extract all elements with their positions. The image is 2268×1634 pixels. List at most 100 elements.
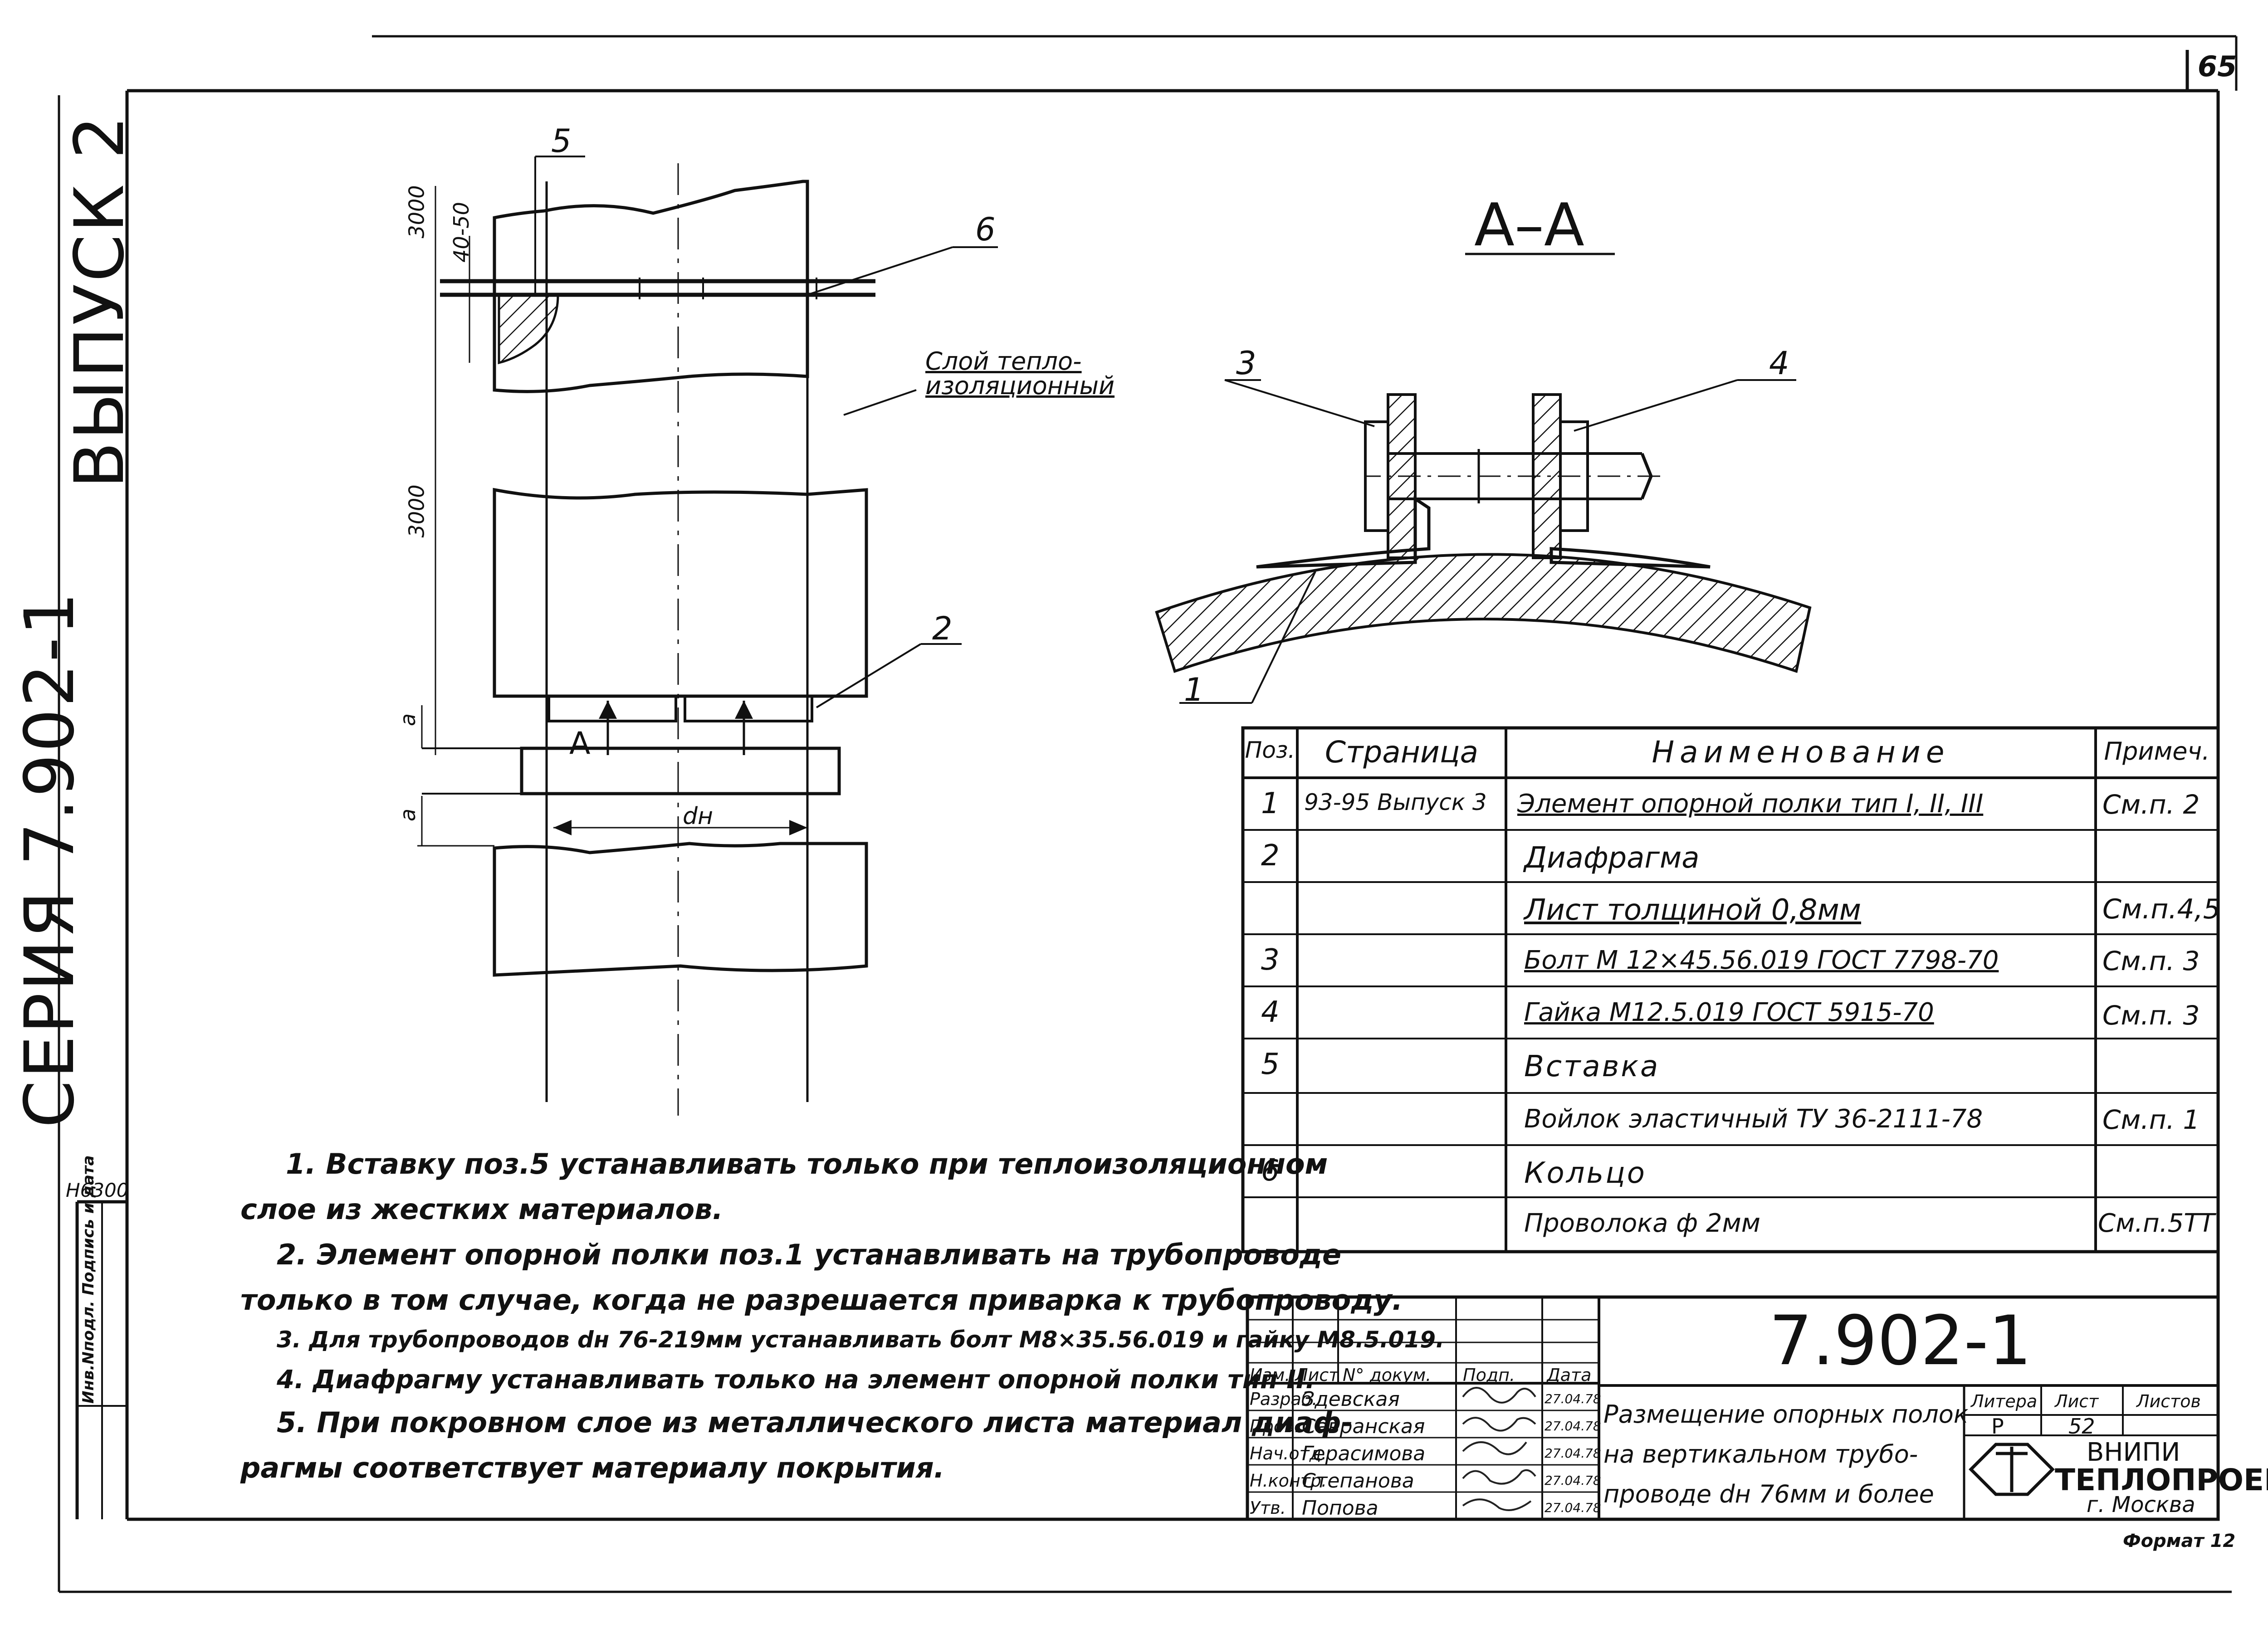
- spec-pos: 6: [1261, 1154, 1280, 1188]
- table-row: 2 Диафрагма: [1243, 830, 2218, 882]
- spec-pos: 1: [1261, 787, 1280, 820]
- org-line-2: ТЕПЛОПРОЕКТ: [2055, 1463, 2268, 1497]
- role-nkontr: Н.контр.: [1250, 1471, 1327, 1491]
- stage-header-litera: Литера: [1971, 1391, 2038, 1411]
- table-row: 4 Гайка М12.5.019 ГОСТ 5915-70 См.п. 3: [1243, 986, 2218, 1039]
- spec-note: См.п.4,5: [2102, 893, 2220, 925]
- section-label-4: 4: [1769, 345, 1789, 382]
- spec-pos: 2: [1261, 839, 1280, 873]
- drawing-title-line-3: проводе dн 76мм и более: [1603, 1480, 1934, 1508]
- table-row: Проволока ф 2мм См.п.5ТТ: [1243, 1197, 2218, 1249]
- stage-header-listov: Листов: [2136, 1391, 2201, 1411]
- name-prov: Савранская: [1302, 1415, 1425, 1438]
- issue-label: ВЫПУСК 2: [60, 114, 139, 488]
- name-nkontr: Степанова: [1302, 1469, 1414, 1493]
- spec-name: Гайка М12.5.019 ГОСТ 5915-70: [1524, 998, 1934, 1027]
- stamp-header-date: Дата: [1547, 1365, 1592, 1385]
- note-2b: только в том случае, когда не разрешаетс…: [240, 1283, 1403, 1317]
- teploproekt-logo-icon: [1969, 1443, 2055, 1496]
- spec-header-name: Наименование: [1652, 735, 1950, 770]
- spec-note: См.п. 3: [2102, 1000, 2200, 1031]
- spec-name: Войлок эластичный ТУ 36-2111-78: [1524, 1104, 1983, 1134]
- label-pos-5: 5: [551, 122, 572, 160]
- sheet-value: 52: [2068, 1414, 2095, 1439]
- spec-header-page: Страница: [1325, 735, 1479, 770]
- spec-page: 93-95 Выпуск 3: [1304, 789, 1487, 815]
- table-row: 6 Кольцо: [1243, 1145, 2218, 1197]
- stamp-header-list: Лист: [1295, 1365, 1339, 1385]
- dim-3000-top: 3000: [404, 185, 429, 239]
- spec-header-pos: Поз.: [1245, 737, 1295, 763]
- stamp-header-doc: N° докум.: [1343, 1365, 1432, 1385]
- note-2a: 2. Элемент опорной полки поз.1 устанавли…: [277, 1238, 1342, 1271]
- org-line-1: ВНИПИ: [2087, 1438, 2180, 1467]
- insulation-line-1: Слой тепло-: [925, 347, 1082, 376]
- spec-name: Вставка: [1524, 1050, 1660, 1083]
- inv-code: H6300: [66, 1179, 129, 1201]
- date-nach: 27.04.78: [1545, 1446, 1601, 1461]
- note-5a: 5. При покровном слое из металлического …: [277, 1406, 1353, 1439]
- drawing-title: Размещение опорных полок на вертикальном…: [1603, 1395, 1968, 1514]
- role-utv: Утв.: [1250, 1498, 1286, 1518]
- note-3: 3. Для трубопроводов dн 76-219мм устанав…: [277, 1327, 1445, 1353]
- doc-number: 7.902-1: [1769, 1302, 2032, 1380]
- spec-name: Диафрагма: [1524, 841, 1700, 875]
- dim-a-1: a: [396, 713, 420, 727]
- spec-note: См.п. 2: [2102, 789, 2200, 820]
- name-razrab: Здевская: [1302, 1388, 1400, 1411]
- dim-dn: dн: [683, 803, 714, 830]
- spec-name: Лист толщиной 0,8мм: [1524, 893, 1862, 927]
- stamp-header-izm: Изм.: [1250, 1365, 1290, 1385]
- format-label: Формат 12: [2123, 1531, 2236, 1551]
- label-pos-2: 2: [932, 610, 953, 647]
- table-row: 1 93-95 Выпуск 3 Элемент опорной полки т…: [1243, 778, 2218, 830]
- date-razrab: 27.04.78: [1545, 1391, 1601, 1406]
- role-razrab: Разраб.: [1250, 1389, 1318, 1409]
- spec-name: Болт М 12×45.56.019 ГОСТ 7798-70: [1524, 946, 1999, 975]
- stage-header-list: Лист: [2055, 1391, 2099, 1411]
- note-4: 4. Диафрагму устанавливать только на эле…: [277, 1365, 1315, 1395]
- table-row: 3 Болт М 12×45.56.019 ГОСТ 7798-70 См.п.…: [1243, 934, 2218, 986]
- drawing-title-line-1: Размещение опорных полок: [1603, 1400, 1969, 1429]
- dim-3000-mid: 3000: [404, 484, 429, 538]
- dim-a-2: a: [396, 808, 420, 822]
- name-nach: Герасимова: [1302, 1442, 1426, 1465]
- section-label-3: 3: [1236, 345, 1256, 382]
- section-label-1: 1: [1184, 671, 1204, 708]
- spec-name: Проволока ф 2мм: [1524, 1209, 1760, 1238]
- table-row: Лист толщиной 0,8мм См.п.4,5: [1243, 882, 2220, 934]
- table-row: Войлок эластичный ТУ 36-2111-78 См.п. 1: [1243, 1093, 2218, 1145]
- section-title: А–А: [1474, 190, 1584, 259]
- note-5b: рагмы соответствует материалу покрытия.: [240, 1451, 945, 1484]
- insulation-line-2: изоляционный: [925, 371, 1115, 400]
- section-arrow-a: A: [569, 726, 591, 761]
- stamp-header-sign: Подп.: [1463, 1365, 1515, 1385]
- date-prov: 27.04.78: [1545, 1419, 1601, 1434]
- spec-header-note: Примеч.: [2104, 737, 2210, 766]
- table-row: 5 Вставка: [1243, 1039, 2218, 1091]
- label-insulation: Слой тепло- изоляционный: [925, 349, 1114, 398]
- spec-note: См.п. 1: [2102, 1104, 2200, 1135]
- spec-pos: 5: [1261, 1048, 1280, 1081]
- inv-label: Инв.Nподл. Подпись и дата: [79, 1155, 98, 1404]
- role-prov: Пров.: [1250, 1416, 1300, 1436]
- role-nach: Нач.отд.: [1250, 1444, 1327, 1463]
- spec-note: См.п. 3: [2102, 946, 2200, 976]
- signatures: [1462, 1387, 1536, 1511]
- dim-40-50: 40-50: [449, 202, 474, 263]
- spec-pos: 3: [1261, 943, 1280, 977]
- page-number: 65: [2198, 50, 2237, 83]
- date-nkontr: 27.04.78: [1545, 1473, 1601, 1488]
- series-label: СЕРИЯ 7.902-1: [10, 590, 89, 1128]
- date-utv: 27.04.78: [1545, 1500, 1601, 1515]
- spec-name: Элемент опорной полки тип I, II, III: [1517, 789, 1984, 819]
- drawing-title-line-2: на вертикальном трубо-: [1603, 1440, 1918, 1468]
- note-1a: 1. Вставку поз.5 устанавливать только пр…: [286, 1147, 1328, 1180]
- spec-name: Кольцо: [1524, 1156, 1647, 1190]
- label-pos-6: 6: [975, 211, 996, 248]
- org-line-3: г. Москва: [2087, 1492, 2195, 1517]
- spec-pos: 4: [1261, 995, 1280, 1029]
- name-utv: Попова: [1302, 1497, 1378, 1520]
- spec-note: См.п.5ТТ: [2098, 1209, 2215, 1238]
